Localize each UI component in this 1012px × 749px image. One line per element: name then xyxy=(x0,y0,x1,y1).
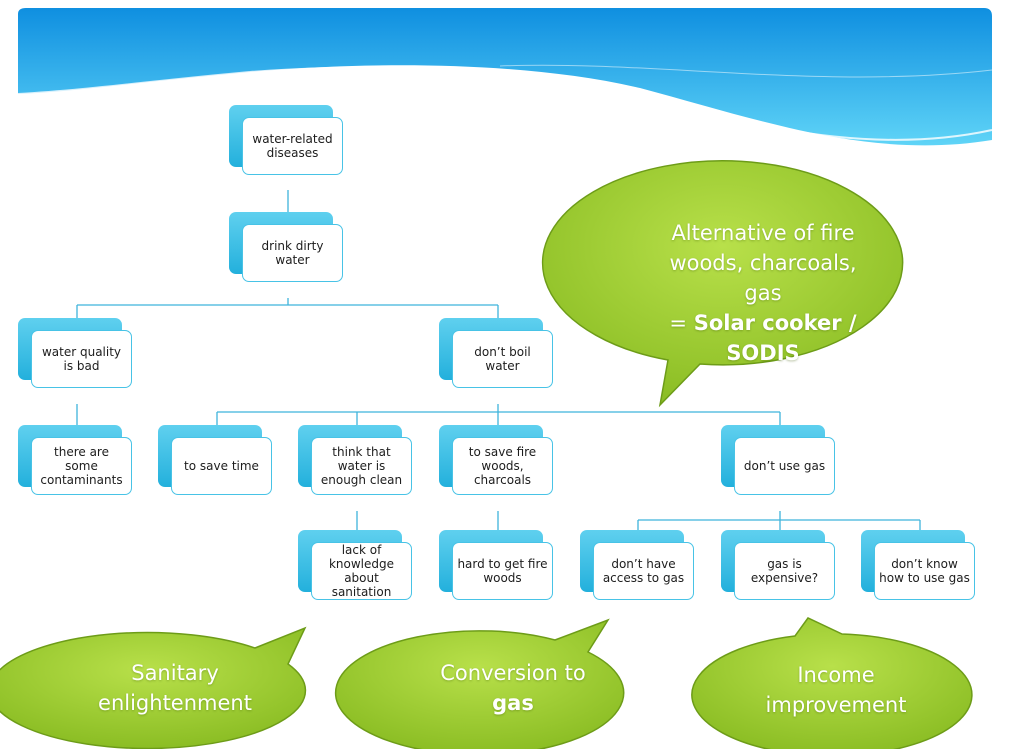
node-label: there are some contaminants xyxy=(31,437,132,495)
callout-line: enlightenment xyxy=(98,691,252,715)
node-label: drink dirty water xyxy=(242,224,343,282)
callout-bold: gas xyxy=(492,691,534,715)
income-improvement-callout: Income improvement xyxy=(721,660,951,720)
node-save-fire-woods: to save fire woods, charcoals xyxy=(439,425,557,497)
node-dont-boil-water: don’t boil water xyxy=(439,318,557,390)
node-label: hard to get fire woods xyxy=(452,542,553,600)
conversion-to-gas-callout: Conversion to gas xyxy=(398,658,628,718)
callout-line: gas xyxy=(398,688,628,718)
conversion-callout-shape xyxy=(334,618,625,749)
node-save-time: to save time xyxy=(158,425,276,497)
node-drink-dirty-water: drink dirty water xyxy=(229,212,347,284)
solar-cooker-callout: Alternative of fire woods, charcoals, ga… xyxy=(600,218,926,368)
header-wave-banner xyxy=(17,8,993,151)
node-no-access-gas: don’t have access to gas xyxy=(580,530,698,602)
node-hard-fire-woods: hard to get fire woods xyxy=(439,530,557,602)
node-label: don’t use gas xyxy=(734,437,835,495)
node-label: don’t know how to use gas xyxy=(874,542,975,600)
node-label: lack of knowledge about sanitation xyxy=(311,542,412,600)
callout-line: Income xyxy=(797,663,875,687)
node-water-related-diseases: water-related diseases xyxy=(229,105,347,177)
callout-bold: SODIS xyxy=(726,341,800,365)
node-label: water quality is bad xyxy=(31,330,132,388)
node-water-quality-bad: water quality is bad xyxy=(18,318,136,390)
income-callout-shape xyxy=(691,617,973,749)
node-water-clean-enough: think that water is enough clean xyxy=(298,425,416,497)
node-some-contaminants: there are some contaminants xyxy=(18,425,136,497)
node-gas-expensive: gas is expensive? xyxy=(721,530,839,602)
callout-line: = Solar cooker / xyxy=(600,308,926,338)
solar-callout-shape xyxy=(541,160,904,408)
sanitary-enlightenment-callout: Sanitary enlightenment xyxy=(60,658,290,718)
node-label: to save time xyxy=(171,437,272,495)
node-label: water-related diseases xyxy=(242,117,343,175)
callout-line: Alternative of fire xyxy=(671,221,855,245)
sanitary-callout-shape xyxy=(0,626,307,749)
node-label: to save fire woods, charcoals xyxy=(452,437,553,495)
callout-line: SODIS xyxy=(600,338,926,368)
node-label: don’t have access to gas xyxy=(593,542,694,600)
node-label: think that water is enough clean xyxy=(311,437,412,495)
callout-line: woods, charcoals, xyxy=(669,251,857,275)
node-lack-of-knowledge: lack of knowledge about sanitation xyxy=(298,530,416,602)
callout-line: improvement xyxy=(765,693,907,717)
node-dont-use-gas: don’t use gas xyxy=(721,425,839,497)
node-label: don’t boil water xyxy=(452,330,553,388)
callout-prefix: = xyxy=(669,311,694,335)
node-label: gas is expensive? xyxy=(734,542,835,600)
callout-line: Conversion to xyxy=(440,661,586,685)
node-dont-know-gas: don’t know how to use gas xyxy=(861,530,979,602)
callout-line: gas xyxy=(744,281,782,305)
callout-bold: Solar cooker / xyxy=(693,311,857,335)
callout-line: Sanitary xyxy=(131,661,219,685)
